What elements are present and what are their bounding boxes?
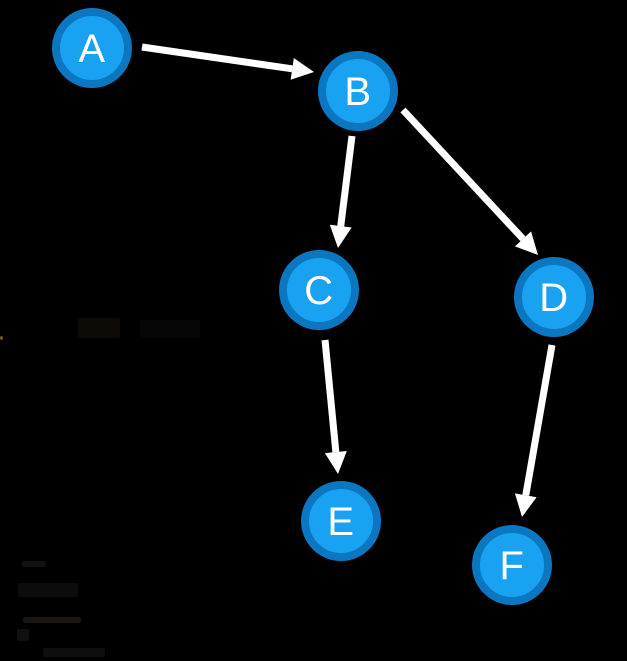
node-label: B bbox=[344, 70, 371, 114]
background-smudge bbox=[17, 629, 29, 641]
node-F[interactable]: F bbox=[472, 525, 552, 605]
arrowhead-icon bbox=[329, 224, 352, 248]
node-label: A bbox=[78, 27, 105, 71]
arrowhead-icon bbox=[324, 451, 347, 474]
background-smudge bbox=[22, 561, 46, 567]
node-label: D bbox=[539, 276, 568, 320]
background-smudge bbox=[0, 336, 3, 340]
edge-line bbox=[400, 107, 526, 242]
node-B[interactable]: B bbox=[318, 51, 398, 131]
node-circle bbox=[318, 51, 398, 131]
edge-line bbox=[522, 344, 556, 496]
node-circle bbox=[472, 525, 552, 605]
node-circle bbox=[301, 481, 381, 561]
arrowhead-icon bbox=[290, 57, 314, 80]
edge-D-F[interactable] bbox=[514, 344, 556, 517]
node-circle bbox=[52, 8, 132, 88]
node-C[interactable]: C bbox=[279, 250, 359, 330]
edge-A-B[interactable] bbox=[141, 43, 314, 80]
arrowhead-icon bbox=[514, 231, 538, 255]
arrowhead-icon bbox=[514, 493, 537, 517]
node-A[interactable]: A bbox=[52, 8, 132, 88]
background-smudge bbox=[140, 320, 200, 338]
node-label: F bbox=[500, 544, 525, 588]
edge-B-D[interactable] bbox=[400, 107, 538, 255]
edge-line bbox=[337, 135, 356, 227]
node-label: E bbox=[327, 500, 354, 544]
node-circle bbox=[279, 250, 359, 330]
background-smudge bbox=[23, 617, 81, 623]
edge-C-E[interactable] bbox=[321, 339, 347, 474]
edge-line bbox=[141, 43, 293, 73]
edge-B-C[interactable] bbox=[329, 135, 356, 248]
node-D[interactable]: D bbox=[514, 257, 594, 337]
background-smudge bbox=[18, 583, 78, 597]
node-E[interactable]: E bbox=[301, 481, 381, 561]
node-label: C bbox=[304, 269, 333, 313]
node-circle bbox=[514, 257, 594, 337]
background-smudge bbox=[43, 648, 105, 657]
background-smudge bbox=[78, 318, 120, 338]
edge-line bbox=[321, 339, 340, 453]
